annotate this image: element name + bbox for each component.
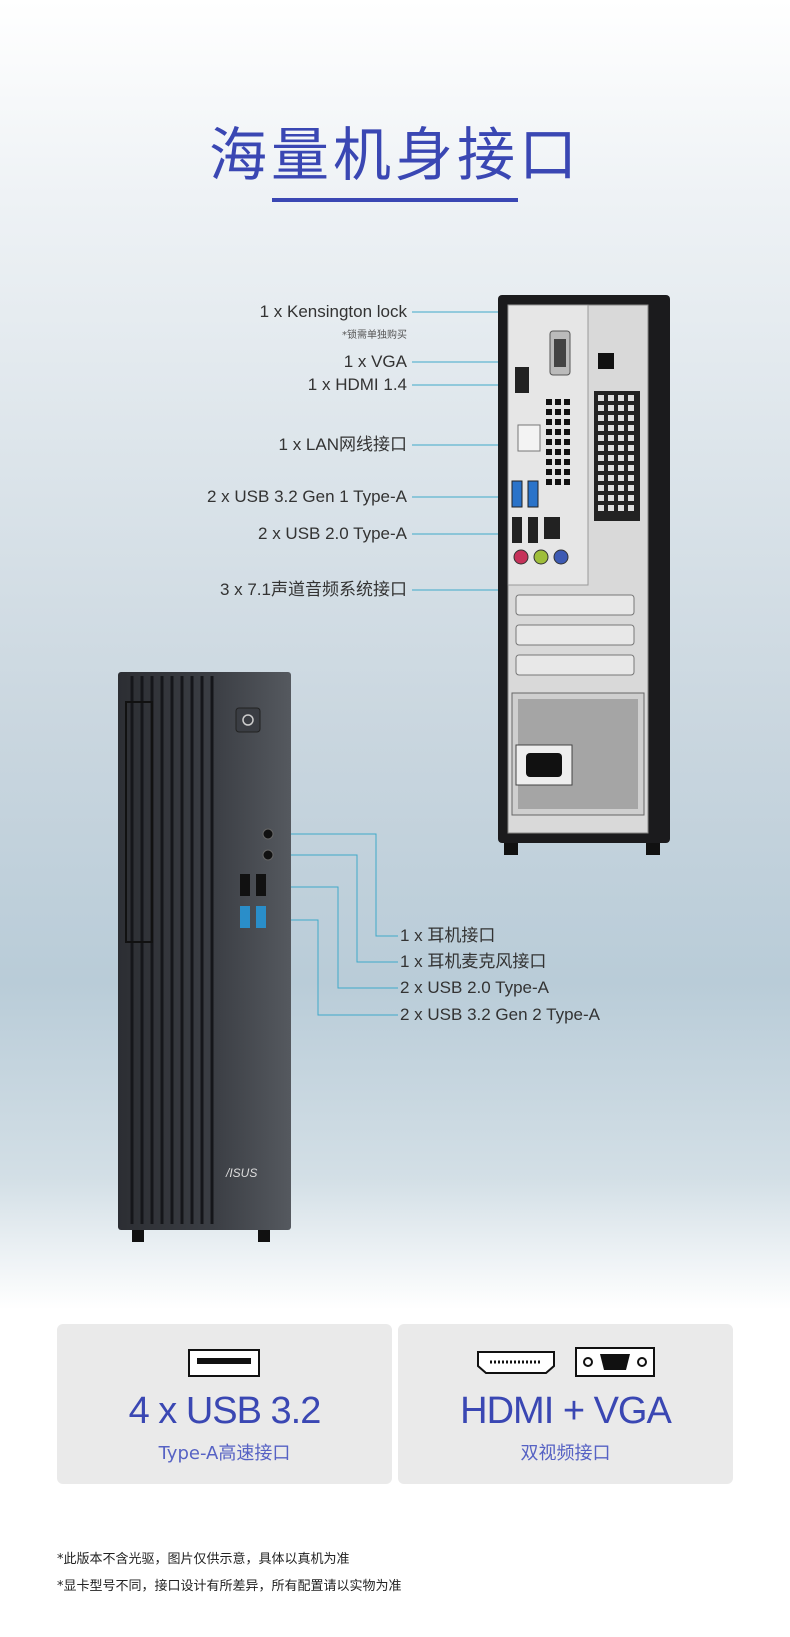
- card-video: HDMI + VGA 双视频接口: [398, 1324, 733, 1484]
- hdmi-port-icon: [477, 1351, 555, 1374]
- footnote-1: *此版本不含光驱，图片仅供示意，具体以真机为准: [57, 1552, 350, 1567]
- label-front-usb32: 2 x USB 3.2 Gen 2 Type-A: [400, 1005, 601, 1024]
- label-audio: 3 x 7.1声道音频系统接口: [219, 580, 407, 599]
- vga-port-icon: [575, 1347, 655, 1377]
- title-underline: [272, 198, 518, 202]
- label-rear-usb20: 2 x USB 2.0 Type-A: [258, 524, 407, 543]
- label-kensington-lock: 1 x Kensington lock: [259, 302, 407, 321]
- card-usb: 4 x USB 3.2 Type-A高速接口: [57, 1324, 392, 1484]
- front-tower-image: /ISUS: [118, 672, 291, 1242]
- page-title: 海量机身接口: [208, 121, 581, 189]
- label-kensington-note: *锁需单独购买: [342, 330, 407, 341]
- usb-port-icon: [188, 1349, 260, 1377]
- label-headset: 1 x 耳机麦克风接口: [400, 952, 547, 971]
- label-lan: 1 x LAN网线接口: [278, 435, 407, 454]
- card-video-subtitle: 双视频接口: [520, 1443, 611, 1464]
- brand-logo: /ISUS: [225, 1166, 257, 1180]
- card-usb-subtitle: Type-A高速接口: [158, 1443, 291, 1464]
- footnote-2: *显卡型号不同，接口设计有所差异，所有配置请以实物为准: [57, 1579, 402, 1594]
- label-vga: 1 x VGA: [343, 352, 407, 371]
- rear-tower-image: [498, 295, 670, 855]
- card-video-title: HDMI + VGA: [460, 1390, 672, 1432]
- label-rear-usb32: 2 x USB 3.2 Gen 1 Type-A: [206, 487, 407, 506]
- label-headphone: 1 x 耳机接口: [400, 926, 496, 945]
- label-hdmi: 1 x HDMI 1.4: [307, 375, 407, 394]
- label-front-usb20: 2 x USB 2.0 Type-A: [400, 978, 549, 997]
- card-usb-title: 4 x USB 3.2: [128, 1390, 322, 1432]
